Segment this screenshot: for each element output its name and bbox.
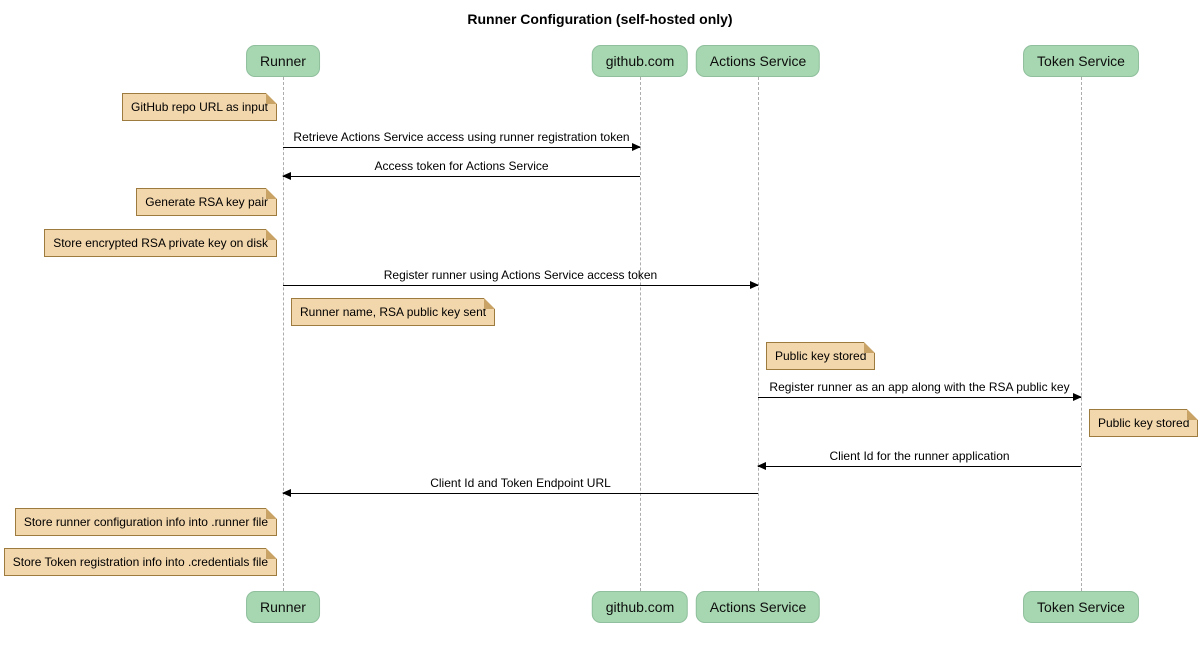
participant-github-com-top: github.com [591, 45, 689, 77]
lifeline-actions-service [758, 77, 759, 591]
arrow-line [283, 281, 759, 289]
message-label: Client Id for the runner application [829, 449, 1010, 463]
message-label: Client Id and Token Endpoint URL [430, 476, 611, 490]
participant-token-service-top: Token Service [1023, 45, 1139, 77]
arrowhead-right-icon [632, 143, 641, 151]
participant-actions-service-top: Actions Service [695, 45, 821, 77]
note-store-runner-file: Store runner configuration info into .ru… [14, 508, 278, 536]
message-label: Retrieve Actions Service access using ru… [293, 130, 630, 144]
note-store-credentials-file: Store Token registration info into .cred… [3, 548, 278, 576]
diagram-title: Runner Configuration (self-hosted only) [467, 11, 733, 27]
message-register-runner-app: Register runner as an app along with the… [758, 380, 1082, 401]
message-label: Register runner using Actions Service ac… [383, 268, 658, 282]
message-label: Access token for Actions Service [374, 159, 549, 173]
message-access-token: Access token for Actions Service [282, 159, 640, 180]
note-public-key-stored-actions: Public key stored [766, 342, 876, 370]
arrow-line [282, 172, 640, 180]
participant-github-com-bottom: github.com [591, 591, 689, 623]
note-public-key-stored-token: Public key stored [1089, 409, 1199, 437]
arrowhead-left-icon [282, 489, 291, 497]
arrow-line [283, 143, 641, 151]
note-store-encrypted-key: Store encrypted RSA private key on disk [44, 229, 277, 257]
note-runner-name-public-key: Runner name, RSA public key sent [291, 298, 496, 326]
lifeline-runner [283, 77, 284, 591]
message-client-id-runner-app: Client Id for the runner application [757, 449, 1081, 470]
arrowhead-right-icon [750, 281, 759, 289]
message-client-id-token-endpoint: Client Id and Token Endpoint URL [282, 476, 758, 497]
lifeline-token-service [1081, 77, 1082, 591]
participant-actions-service-bottom: Actions Service [695, 591, 821, 623]
arrow-line [758, 393, 1082, 401]
lifeline-github-com [640, 77, 641, 591]
participant-runner-bottom: Runner [246, 591, 320, 623]
note-generate-rsa-key-pair: Generate RSA key pair [136, 188, 277, 216]
arrowhead-right-icon [1073, 393, 1082, 401]
participant-token-service-bottom: Token Service [1023, 591, 1139, 623]
note-github-repo-url: GitHub repo URL as input [122, 93, 277, 121]
participant-runner-top: Runner [246, 45, 320, 77]
message-retrieve-actions-access: Retrieve Actions Service access using ru… [283, 130, 641, 151]
arrowhead-left-icon [757, 462, 766, 470]
arrow-line [757, 462, 1081, 470]
message-label: Register runner as an app along with the… [769, 380, 1070, 394]
arrow-line [282, 489, 758, 497]
arrowhead-left-icon [282, 172, 291, 180]
message-register-runner: Register runner using Actions Service ac… [283, 268, 759, 289]
